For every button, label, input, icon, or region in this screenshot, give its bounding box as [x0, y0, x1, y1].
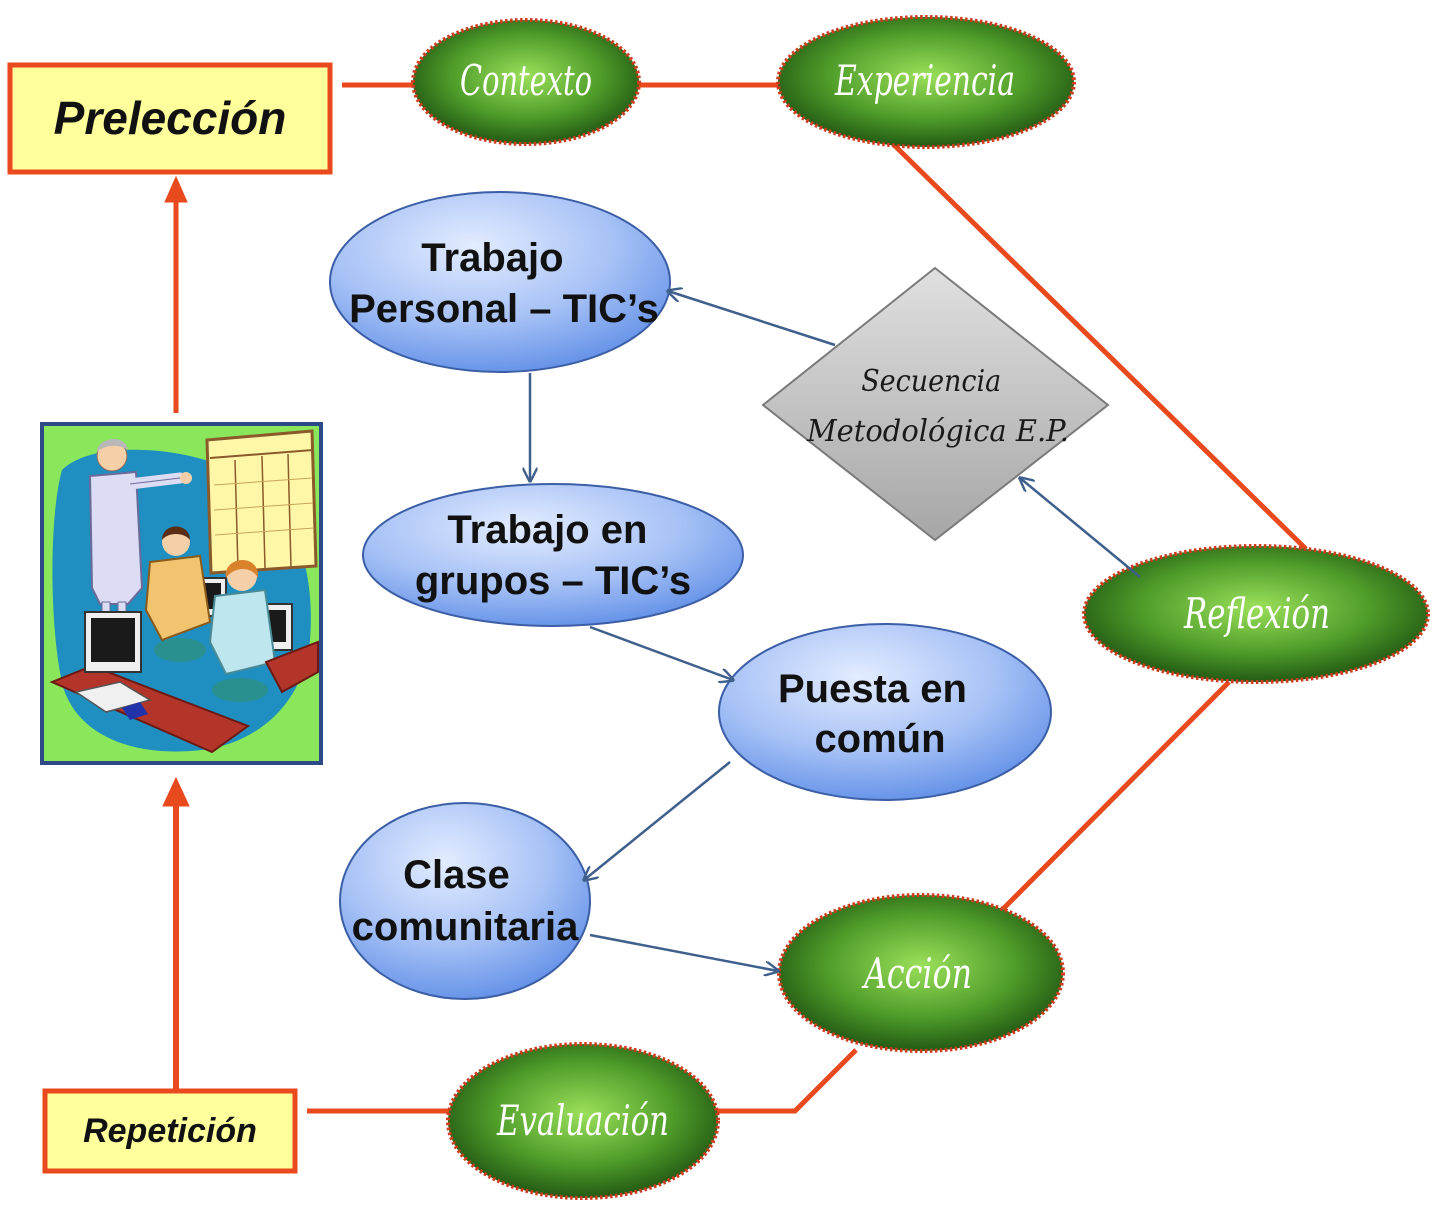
student-figure-icon: [208, 559, 277, 702]
secuencia-line-2: Metodológica E.P.: [806, 414, 1069, 449]
flow-arrows: [530, 291, 1141, 971]
trabajo-personal-label: Trabajo Personal – TIC’s: [349, 236, 659, 331]
arrow-trabajo-grupos-to-puesta-comun: [589, 625, 733, 680]
arrow-reflexion-to-secuencia: [1020, 478, 1141, 578]
desk-icon: [49, 611, 319, 754]
cycle-connectors: [307, 82, 1308, 1114]
puesta-comun-line-2: común: [814, 717, 945, 761]
trabajo-grupos-line-2: grupos – TIC’s: [415, 559, 691, 603]
clase-comunitaria-line-1: Clase: [403, 853, 510, 897]
arrow-repeticion-to-illustration-head: [162, 776, 190, 807]
trabajo-personal-ellipse: [329, 191, 671, 373]
trabajo-grupos-ellipse: [362, 483, 744, 627]
experiencia-label: Experiencia: [834, 56, 1015, 105]
preleccion-box-frame: [7, 62, 333, 175]
puesta-comun-line-1: Puesta en: [778, 667, 967, 711]
clase-comunitaria-node: Clase comunitaria: [339, 802, 591, 1000]
connector-reflexion-accion: [1001, 680, 1231, 911]
classroom-illustration: [40, 422, 323, 765]
arrow-secuencia-to-trabajo-personal: [668, 291, 836, 347]
experiencia-ellipse: [776, 15, 1076, 149]
preleccion-label: Prelección: [54, 92, 287, 144]
clase-comunitaria-ellipse: [339, 802, 591, 1000]
evaluacion-node: Evaluación: [446, 1042, 720, 1200]
accion-label: Acción: [861, 949, 972, 998]
contexto-node: Contexto: [411, 18, 641, 146]
clase-comunitaria-label: Clase comunitaria: [352, 853, 579, 949]
vertical-arrows: [162, 175, 190, 1089]
arrow-illustration-to-preleccion-head: [164, 175, 188, 203]
contexto-ellipse: [411, 18, 641, 146]
evaluacion-ellipse: [446, 1042, 720, 1200]
repeticion-box-frame: [42, 1088, 298, 1174]
contexto-label: Contexto: [460, 56, 592, 105]
clase-comunitaria-line-2: comunitaria: [352, 905, 579, 949]
whiteboard-chart-icon: [205, 429, 318, 575]
secuencia-diamond: [761, 266, 1110, 542]
reflexion-label: Reflexión: [1183, 589, 1330, 638]
evaluacion-label: Evaluación: [496, 1096, 669, 1145]
connector-experiencia-reflexion: [891, 142, 1308, 551]
trabajo-grupos-line-1: Trabajo en: [447, 508, 647, 552]
connector-accion-evaluacion: [716, 1048, 858, 1114]
trabajo-personal-node: Trabajo Personal – TIC’s: [329, 191, 671, 373]
secuencia-line-1: Secuencia: [861, 364, 1001, 399]
accion-ellipse: [777, 893, 1065, 1053]
puesta-comun-node: Puesta en común: [718, 623, 1052, 801]
trabajo-grupos-node: Trabajo en grupos – TIC’s: [362, 483, 744, 627]
puesta-comun-label: Puesta en común: [778, 667, 978, 761]
trabajo-personal-line-2: Personal – TIC’s: [349, 287, 659, 331]
secuencia-metodologica-node: Secuencia Metodológica E.P.: [761, 266, 1110, 542]
trabajo-personal-line-1: Trabajo: [421, 236, 563, 280]
student-figure-icon: [144, 526, 212, 662]
reflexion-ellipse: [1082, 544, 1430, 684]
preleccion-box: Prelección: [7, 62, 333, 175]
experiencia-node: Experiencia: [776, 15, 1076, 149]
repeticion-label: Repetición: [83, 1112, 257, 1150]
repeticion-box: Repetición: [42, 1088, 298, 1174]
arrow-puesta-comun-to-clase-comunitaria: [584, 761, 731, 880]
puesta-comun-ellipse: [718, 623, 1052, 801]
trabajo-grupos-label: Trabajo en grupos – TIC’s: [415, 508, 691, 603]
secuencia-label: Secuencia Metodológica E.P.: [806, 364, 1069, 449]
reflexion-node: Reflexión: [1082, 544, 1430, 684]
arrow-clase-comunitaria-to-accion: [589, 933, 778, 971]
accion-node: Acción: [777, 893, 1065, 1053]
